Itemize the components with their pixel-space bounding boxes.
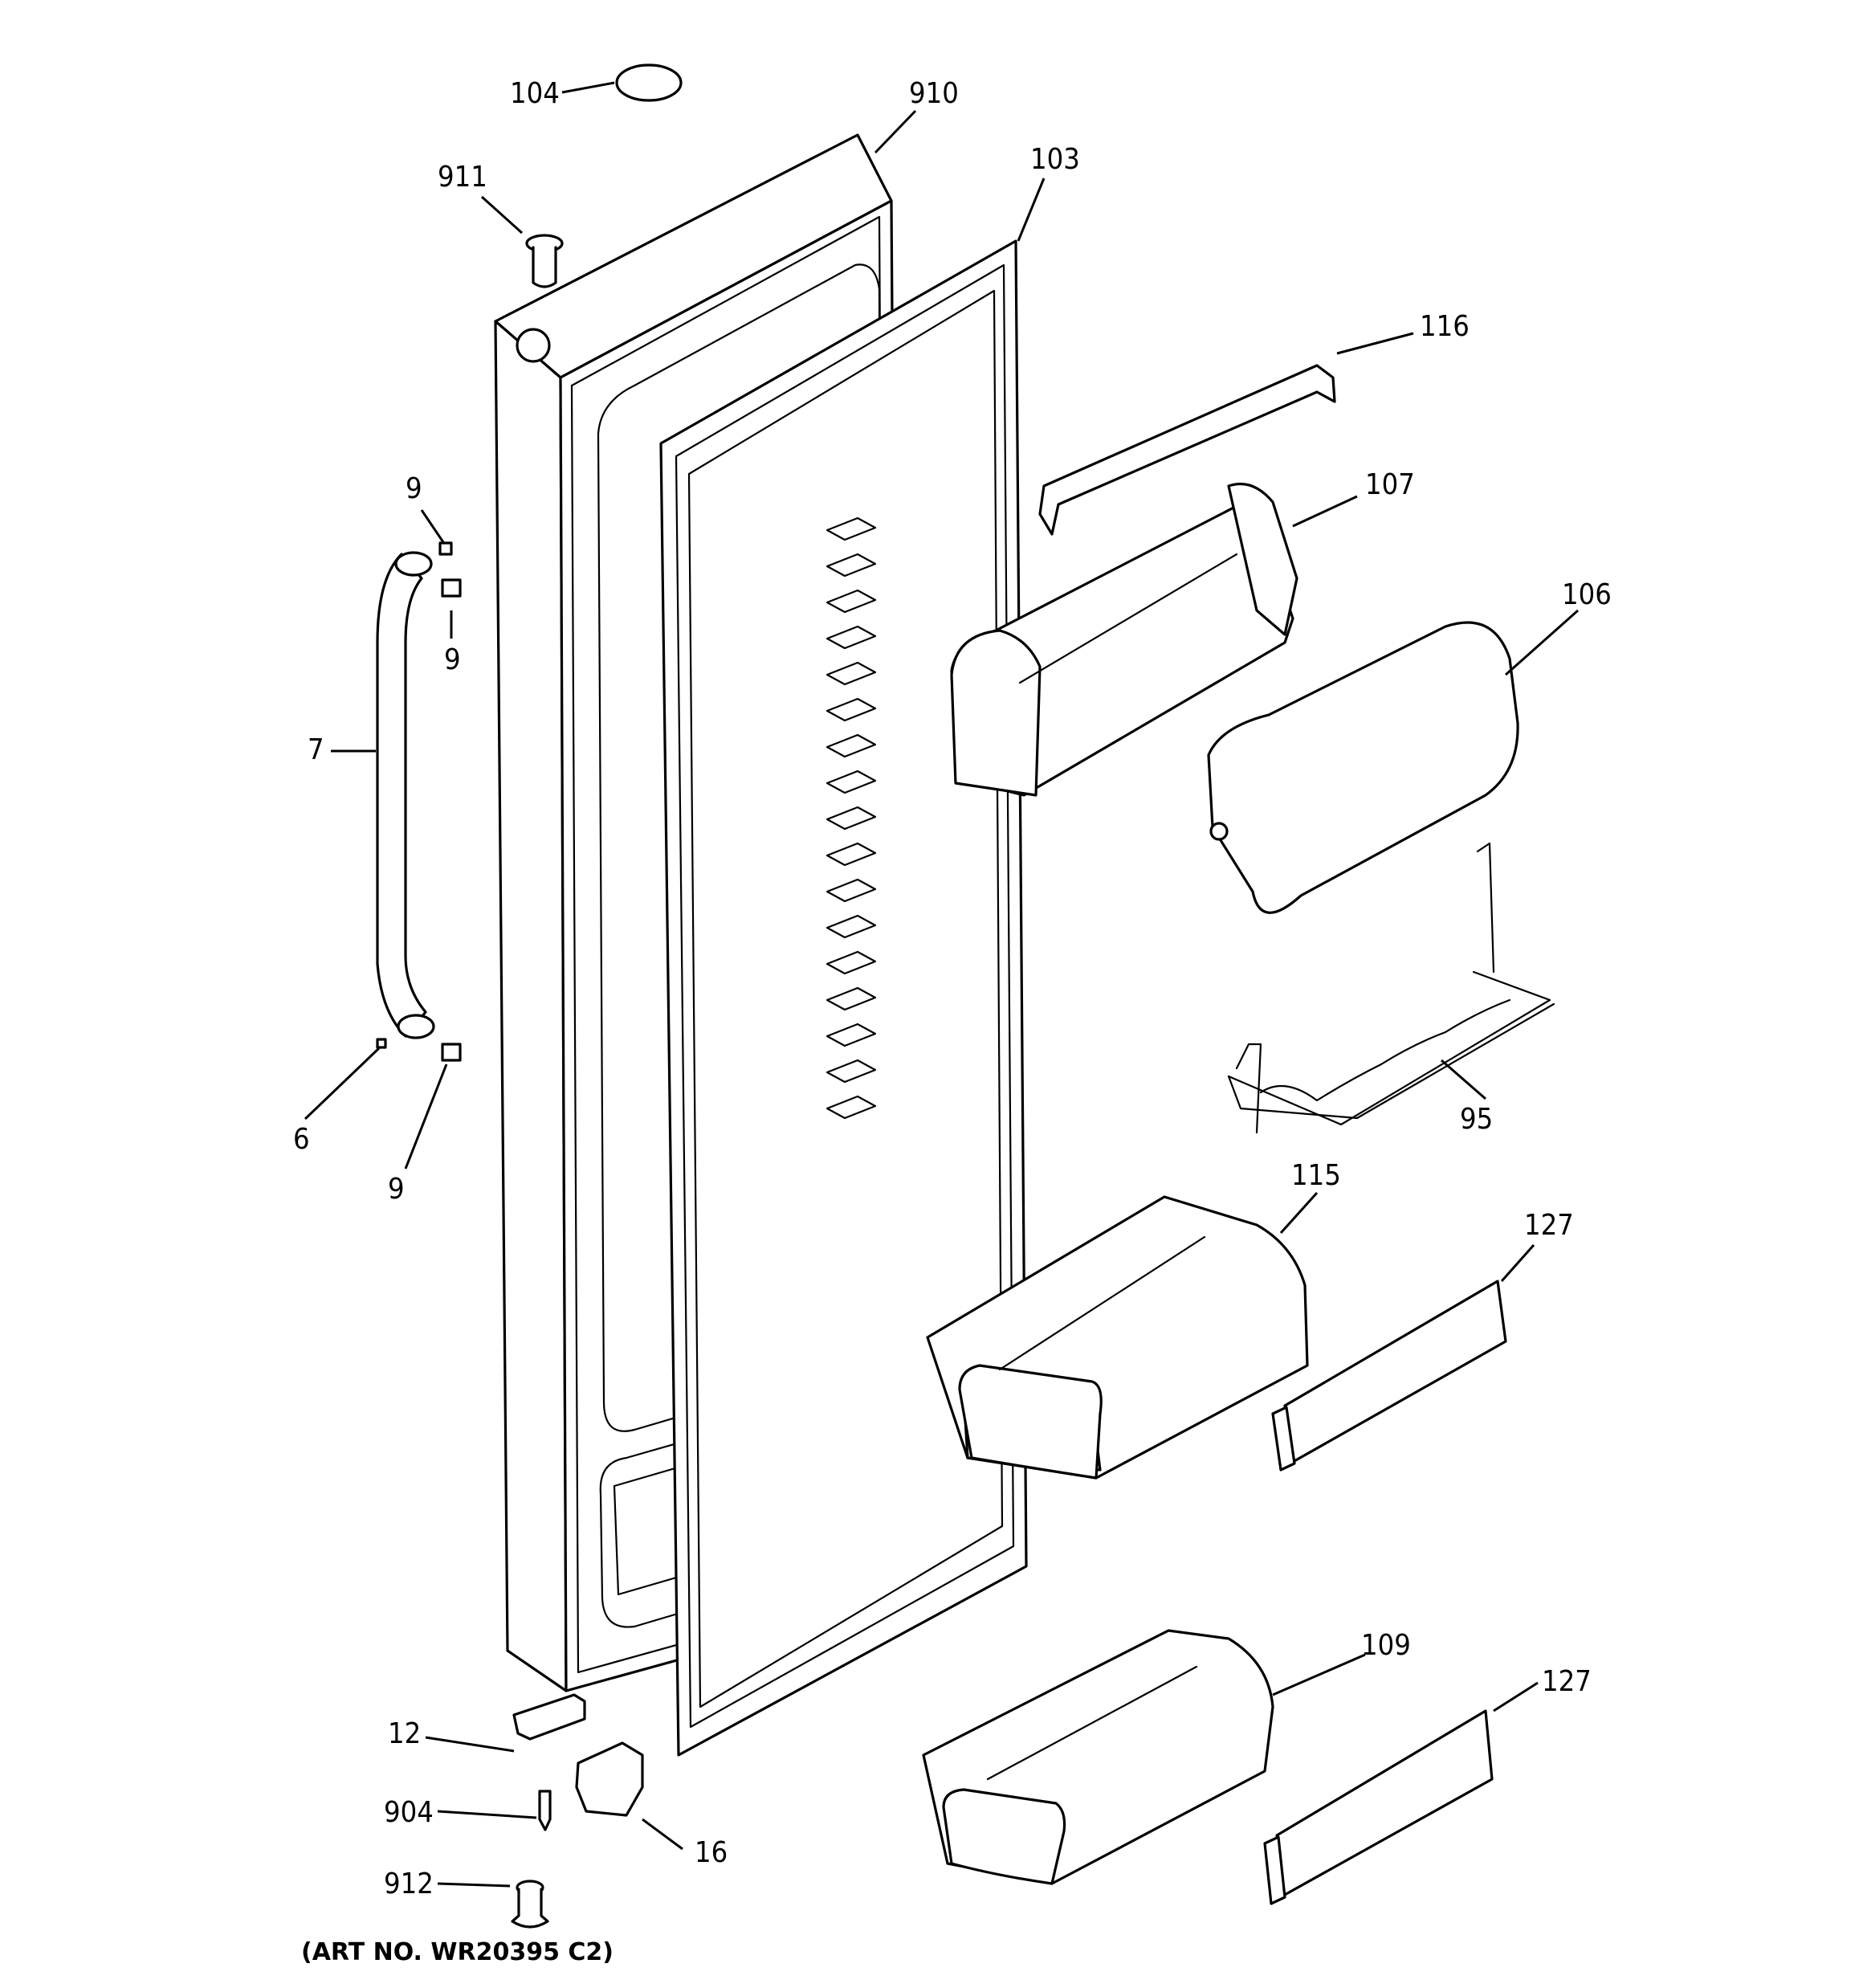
callout-95: 95 <box>1460 1103 1493 1136</box>
callout-labels: 104 910 911 103 116 107 106 9 9 7 6 9 95… <box>293 77 1612 1900</box>
callout-6: 6 <box>293 1123 310 1156</box>
door-rail <box>1038 364 1336 536</box>
callout-106: 106 <box>1562 578 1612 611</box>
door-bin-cover-106 <box>1207 621 1519 914</box>
callout-104: 104 <box>510 77 560 110</box>
bin-trim-127-lower <box>1263 1709 1494 1905</box>
callout-12: 12 <box>388 1717 421 1750</box>
leader-lines <box>304 81 1579 1888</box>
callout-103: 103 <box>1030 143 1080 176</box>
callout-107: 107 <box>1365 468 1415 501</box>
callout-127-lower: 127 <box>1542 1665 1592 1698</box>
callout-912: 912 <box>384 1868 434 1900</box>
bin-trim-127-upper <box>1271 1280 1507 1472</box>
hinge-bracket <box>512 1693 586 1741</box>
callout-127-upper: 127 <box>1524 1209 1574 1242</box>
callout-109: 109 <box>1361 1629 1411 1662</box>
handle-cap <box>615 63 683 102</box>
hinge-bushing <box>525 234 564 288</box>
art-number: (ART NO. WR20395 C2) <box>301 1938 614 1966</box>
callout-115: 115 <box>1291 1159 1341 1192</box>
door-handle <box>376 551 435 1039</box>
door-bushing <box>511 1880 549 1929</box>
door-gasket <box>659 239 1028 1757</box>
callout-9-bottom: 9 <box>388 1173 405 1206</box>
callout-16: 16 <box>695 1836 728 1869</box>
liner-shelf-clips <box>826 516 877 1120</box>
callout-116: 116 <box>1420 310 1470 343</box>
callout-904: 904 <box>384 1796 434 1829</box>
door-bin-115 <box>926 1195 1309 1480</box>
callout-9-top: 9 <box>406 472 422 505</box>
handle-screws <box>376 541 462 1062</box>
hinge-screw <box>538 1790 552 1831</box>
callout-910: 910 <box>909 77 959 110</box>
wire-shelf <box>1227 842 1555 1134</box>
callout-7: 7 <box>308 733 324 766</box>
hinge-block <box>575 1741 644 1817</box>
door-bin-107 <box>950 482 1298 797</box>
callout-9-mid: 9 <box>444 643 461 676</box>
callout-911: 911 <box>438 161 487 194</box>
door-bin-109 <box>922 1629 1274 1885</box>
